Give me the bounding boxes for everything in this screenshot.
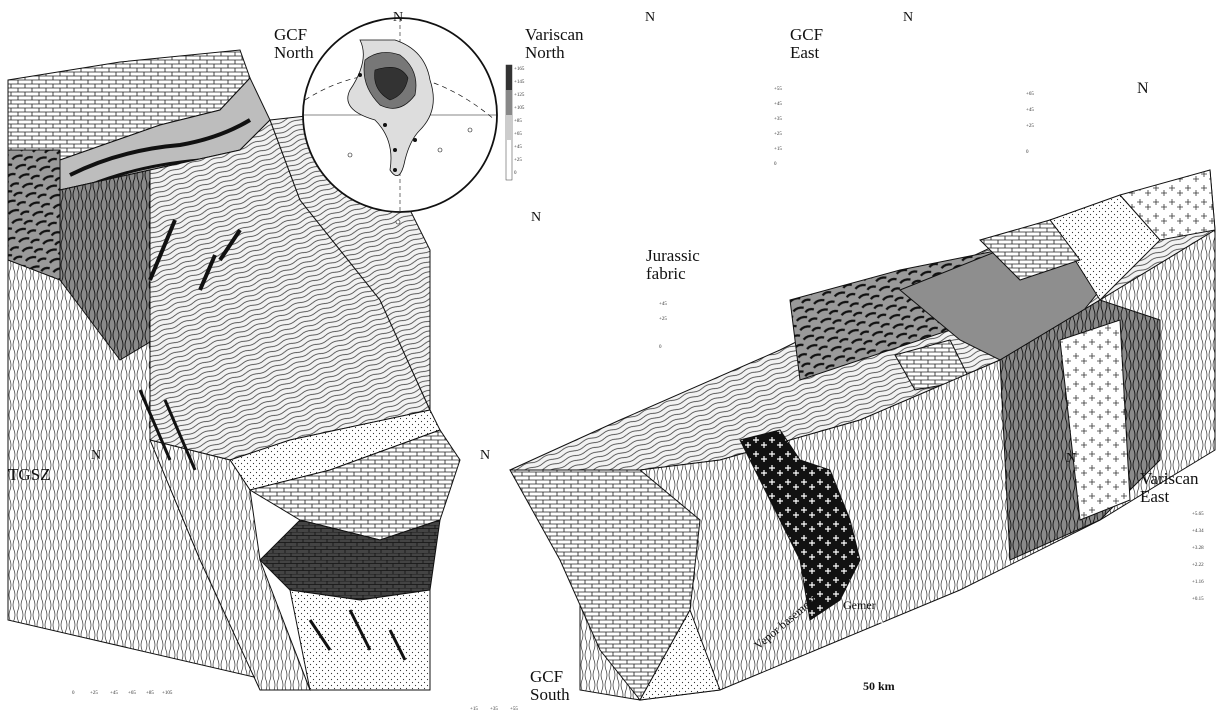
scale-tick: +2.22 bbox=[1192, 563, 1204, 568]
north-marker: N bbox=[1066, 450, 1076, 468]
right-block bbox=[510, 170, 1215, 700]
scale-tick: +45 bbox=[774, 102, 782, 107]
scale-tick: 0 bbox=[72, 691, 75, 696]
scale-tick: +85 bbox=[146, 691, 154, 696]
north-marker: N bbox=[645, 9, 655, 27]
scale-tick: +45 bbox=[110, 691, 118, 696]
scale-tick: +15 bbox=[470, 707, 478, 712]
scale-tick: +145 bbox=[514, 80, 524, 85]
scale-tick: +25 bbox=[514, 158, 522, 163]
scale-tick: +105 bbox=[162, 691, 172, 696]
inset-label-gemer: Gemer bbox=[843, 596, 876, 614]
scale-tick: 0 bbox=[514, 171, 517, 176]
scale-tick: +0.15 bbox=[1192, 597, 1204, 602]
inset-label-b: B bbox=[912, 617, 918, 635]
scale-tick: +3.28 bbox=[1192, 546, 1204, 551]
scale-tick: +45 bbox=[514, 145, 522, 150]
north-marker: N bbox=[393, 9, 403, 27]
scale-tick: +4.34 bbox=[1192, 529, 1204, 534]
scale-tick: +25 bbox=[90, 691, 98, 696]
scale-tick: +165 bbox=[514, 67, 524, 72]
scale-tick: +25 bbox=[659, 317, 667, 322]
scale-tick: +65 bbox=[128, 691, 136, 696]
scale-tick: +35 bbox=[774, 117, 782, 122]
inset-scale-label: 50 km bbox=[863, 677, 895, 695]
scale-tick: +65 bbox=[514, 132, 522, 137]
scale-tick: 0 bbox=[774, 162, 777, 167]
scale-tick: +55 bbox=[510, 707, 518, 712]
north-marker: N bbox=[903, 9, 913, 27]
scale-tick: +45 bbox=[1026, 108, 1034, 113]
scale-tick: 0 bbox=[1026, 150, 1029, 155]
scale-tick: +85 bbox=[514, 119, 522, 124]
north-marker: N bbox=[480, 447, 490, 465]
scale-tick: +45 bbox=[659, 302, 667, 307]
scale-tick: +25 bbox=[774, 132, 782, 137]
label-tgsz: TGSZ bbox=[8, 466, 51, 484]
scale-tick: 0 bbox=[659, 345, 662, 350]
scale-tick: +15 bbox=[774, 147, 782, 152]
scale-bar-gcf-north bbox=[506, 65, 512, 180]
scale-tick: +55 bbox=[774, 87, 782, 92]
north-marker: N bbox=[91, 447, 101, 465]
scale-tick: +65 bbox=[1026, 92, 1034, 97]
scale-tick: +105 bbox=[514, 106, 524, 111]
scale-tick: +1.16 bbox=[1192, 580, 1204, 585]
inset-label-a: A bbox=[877, 611, 884, 629]
north-marker: N bbox=[531, 209, 541, 227]
scale-tick: +25 bbox=[1026, 124, 1034, 129]
scale-tick: +5.65 bbox=[1192, 512, 1204, 517]
scale-tick: +125 bbox=[514, 93, 524, 98]
compass-north-label: N bbox=[1137, 80, 1149, 98]
scale-tick: +35 bbox=[490, 707, 498, 712]
